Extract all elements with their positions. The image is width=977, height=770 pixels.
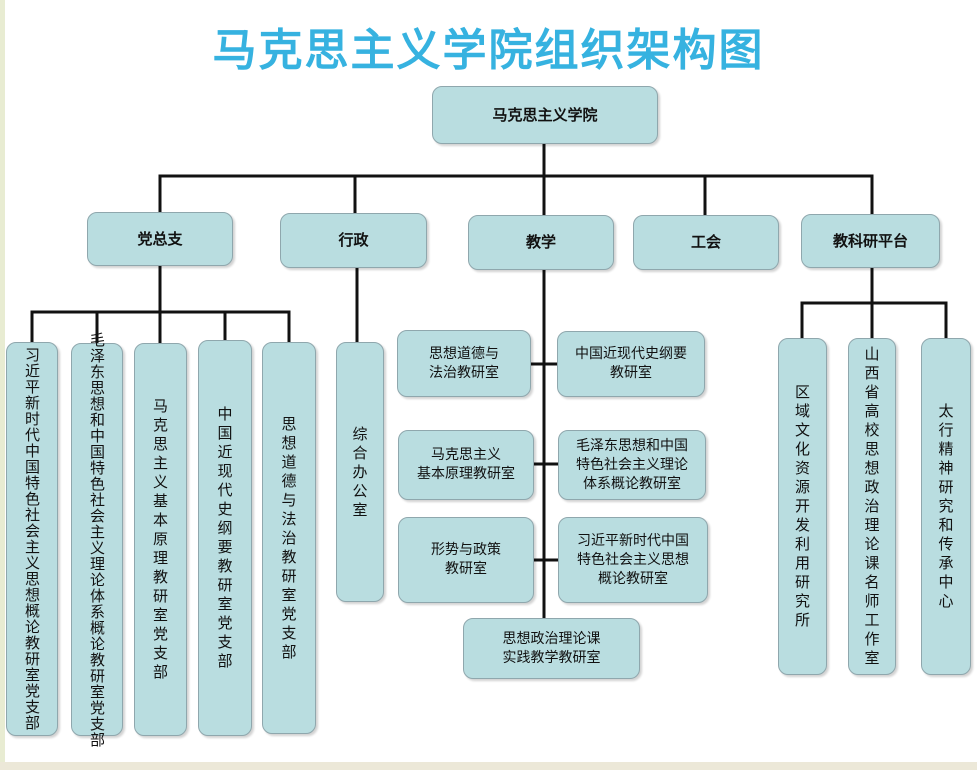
teaching-right-2: 毛泽东思想和中国 特色社会主义理论 体系概论教研室 [558, 430, 706, 500]
teaching-right-3-label: 习近平新时代中国 特色社会主义思想 概论教研室 [577, 532, 689, 587]
node-teaching: 教学 [468, 215, 614, 270]
node-admin: 行政 [280, 213, 427, 268]
node-research: 教科研平台 [801, 214, 940, 268]
research-unit-2-label: 山西省高校思想政治理论课名师工作室 [864, 345, 880, 667]
teaching-left-2: 马克思主义 基本原理教研室 [398, 430, 534, 500]
node-union: 工会 [633, 215, 779, 270]
party-branch-2-label: 毛泽东思想和中国特色社会主义理论体系概论教研室党支部 [89, 330, 105, 749]
node-union-label: 工会 [690, 233, 721, 251]
teaching-bottom: 思想政治理论课 实践教学教研室 [463, 618, 640, 679]
party-branch-1: 习近平新时代中国特色社会主义思想概论教研室党支部 [6, 342, 58, 736]
research-unit-2: 山西省高校思想政治理论课名师工作室 [848, 338, 896, 675]
left-edge-strip [0, 0, 5, 770]
party-branch-5: 思想道德与法治教研室党支部 [262, 342, 316, 734]
teaching-right-1: 中国近现代史纲要 教研室 [557, 331, 705, 397]
node-admin-label: 行政 [338, 231, 369, 249]
admin-unit-office: 综合办公室 [336, 342, 384, 602]
teaching-bottom-label: 思想政治理论课 实践教学教研室 [502, 630, 601, 666]
root-node: 马克思主义学院 [432, 86, 658, 144]
root-label: 马克思主义学院 [492, 105, 598, 124]
teaching-right-2-label: 毛泽东思想和中国 特色社会主义理论 体系概论教研室 [576, 437, 688, 492]
party-branch-1-label: 习近平新时代中国特色社会主义思想概论教研室党支部 [24, 346, 40, 732]
page-title: 马克思主义学院组织架构图 [212, 25, 765, 76]
node-research-label: 教科研平台 [832, 231, 908, 250]
teaching-left-3-label: 形势与政策 教研室 [431, 542, 501, 577]
teaching-left-3: 形势与政策 教研室 [398, 517, 534, 603]
research-unit-3-label: 太行精神研究和传承中心 [938, 402, 954, 610]
research-unit-1-label: 区域文化资源开发利用研究所 [795, 383, 811, 629]
teaching-left-1-label: 思想道德与 法治教研室 [429, 345, 499, 381]
teaching-right-1-label: 中国近现代史纲要 教研室 [575, 346, 687, 381]
teaching-left-1: 思想道德与 法治教研室 [397, 330, 531, 397]
teaching-right-3: 习近平新时代中国 特色社会主义思想 概论教研室 [558, 517, 708, 603]
node-party: 党总支 [87, 212, 233, 266]
teaching-left-2-label: 马克思主义 基本原理教研室 [417, 447, 515, 482]
party-branch-4: 中国近现代史纲要教研室党支部 [198, 340, 252, 736]
node-party-label: 党总支 [137, 229, 183, 248]
admin-unit-office-label: 综合办公室 [352, 424, 368, 519]
bottom-edge-strip [0, 762, 977, 770]
party-branch-4-label: 中国近现代史纲要教研室党支部 [217, 405, 233, 670]
node-teaching-label: 教学 [525, 233, 556, 251]
party-branch-3-label: 马克思主义基本原理教研室党支部 [153, 397, 169, 681]
party-branch-5-label: 思想道德与法治教研室党支部 [281, 414, 297, 661]
research-unit-3: 太行精神研究和传承中心 [921, 338, 971, 675]
party-branch-2: 毛泽东思想和中国特色社会主义理论体系概论教研室党支部 [71, 332, 123, 748]
research-unit-1: 区域文化资源开发利用研究所 [778, 338, 827, 675]
party-branch-3: 马克思主义基本原理教研室党支部 [134, 343, 187, 736]
